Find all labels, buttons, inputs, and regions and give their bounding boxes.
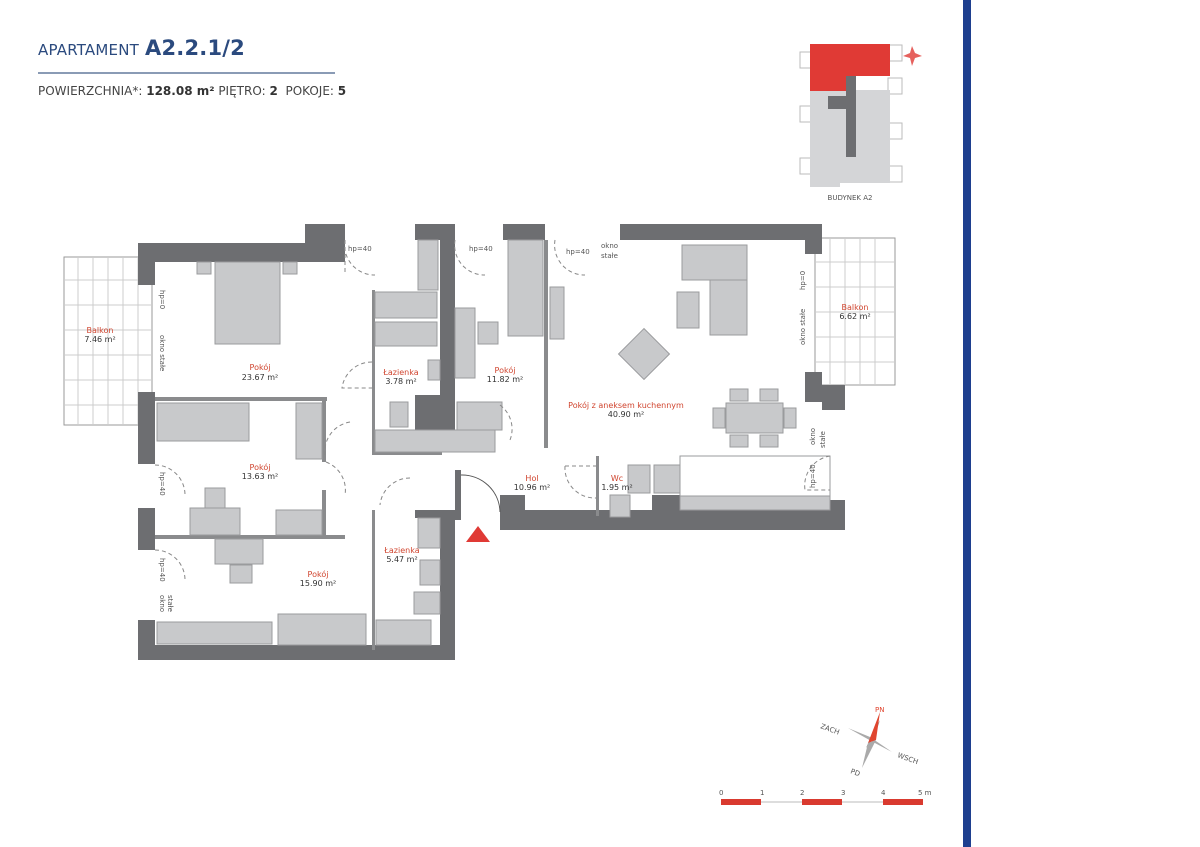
room-area: 7.46 m² <box>84 335 115 344</box>
walls <box>138 224 845 660</box>
room-name: Wc <box>611 474 623 483</box>
floor-value: 2 <box>269 84 278 98</box>
window-note: hp=40 <box>469 245 493 253</box>
window-note: okno stałe <box>799 309 807 345</box>
area-value: 128.08 m² <box>146 84 215 98</box>
window-note: hp=40 <box>809 464 817 488</box>
window-note: okno stałe <box>158 335 166 371</box>
room-area: 6.62 m² <box>839 312 870 321</box>
room-name: Pokój z aneksem kuchennym <box>568 400 684 410</box>
room-area: 1.95 m² <box>601 483 632 492</box>
title-prefix: APARTAMENT <box>38 41 140 59</box>
scale-tick: 1 <box>760 789 764 797</box>
scale-bar: 0 1 2 3 4 5 m <box>719 789 932 805</box>
compass-south-icon <box>862 740 876 768</box>
room-name: Balkon <box>842 303 869 312</box>
mini-compass-icon <box>903 46 922 66</box>
room-name: Hol <box>525 474 538 483</box>
rooms-label: POKOJE: <box>285 84 334 98</box>
balcony-right <box>814 237 896 386</box>
room-name: Łazienka <box>382 368 418 377</box>
apartment-code: A2.2.1/2 <box>145 36 245 60</box>
window-note: stałe <box>819 431 827 448</box>
window-note: okno <box>158 595 166 612</box>
room-area: 40.90 m² <box>608 410 644 419</box>
area-label: POWIERZCHNIA*: <box>38 84 143 98</box>
room-name: Balkon <box>87 326 114 335</box>
scale-tick: 4 <box>881 789 886 797</box>
room-area: 13.63 m² <box>242 472 278 481</box>
room-area: 3.78 m² <box>385 377 416 386</box>
window-note: hp=0 <box>799 271 807 290</box>
window-note: okno <box>601 242 618 250</box>
window-note: hp=40 <box>348 245 372 253</box>
window-note: stałe <box>601 252 618 260</box>
room-name: Pokój <box>308 569 329 579</box>
room-labels: Balkon 7.46 m² Pokój 23.67 m² Łazienka 3… <box>84 303 870 588</box>
room-area: 15.90 m² <box>300 579 336 588</box>
window-annotations: hp=40 hp=40 hp=40 okno stałe hp=0 okno s… <box>158 242 827 612</box>
title-divider <box>38 72 335 74</box>
window-note: hp=0 <box>158 290 166 309</box>
room-name: Pokój <box>250 462 271 472</box>
rooms-value: 5 <box>337 84 347 98</box>
key-plan: BUDYNEK A2 <box>799 44 922 202</box>
compass: PN ZACH WSCH PD <box>819 706 919 778</box>
room-name: Pokój <box>250 362 271 372</box>
apartment-highlight <box>810 44 890 91</box>
scale-tick: 5 m <box>918 789 932 797</box>
compass-north-icon <box>868 712 880 743</box>
compass-west: ZACH <box>819 722 840 736</box>
apartment-title: APARTAMENT A2.2.1/2 <box>38 36 245 60</box>
compass-south: PD <box>849 767 861 778</box>
apartment-info: POWIERZCHNIA*: 128.08 m² PIĘTRO: 2 POKOJ… <box>38 84 346 98</box>
window-note: hp=40 <box>566 248 590 256</box>
room-area: 10.96 m² <box>514 483 550 492</box>
scale-tick: 3 <box>841 789 845 797</box>
room-name: Pokój <box>495 365 516 375</box>
key-plan-label: BUDYNEK A2 <box>828 194 873 202</box>
window-note: hp=40 <box>158 558 166 582</box>
window-note: stałe <box>166 595 174 612</box>
scale-tick: 0 <box>719 789 723 797</box>
doors <box>154 239 831 581</box>
room-area: 23.67 m² <box>242 373 278 382</box>
room-area: 11.82 m² <box>487 375 523 384</box>
window-note: okno <box>809 428 817 445</box>
brand-side-line <box>963 0 971 847</box>
floor-label: PIĘTRO: <box>218 84 266 98</box>
entrance-arrow-icon <box>466 526 490 542</box>
compass-east: WSCH <box>896 751 919 766</box>
window-note: hp=40 <box>158 472 166 496</box>
room-area: 5.47 m² <box>386 555 417 564</box>
furniture <box>156 239 831 646</box>
compass-north: PN <box>875 706 884 714</box>
scale-tick: 2 <box>800 789 804 797</box>
room-name: Łazienka <box>383 546 419 555</box>
balcony-left <box>63 256 153 426</box>
